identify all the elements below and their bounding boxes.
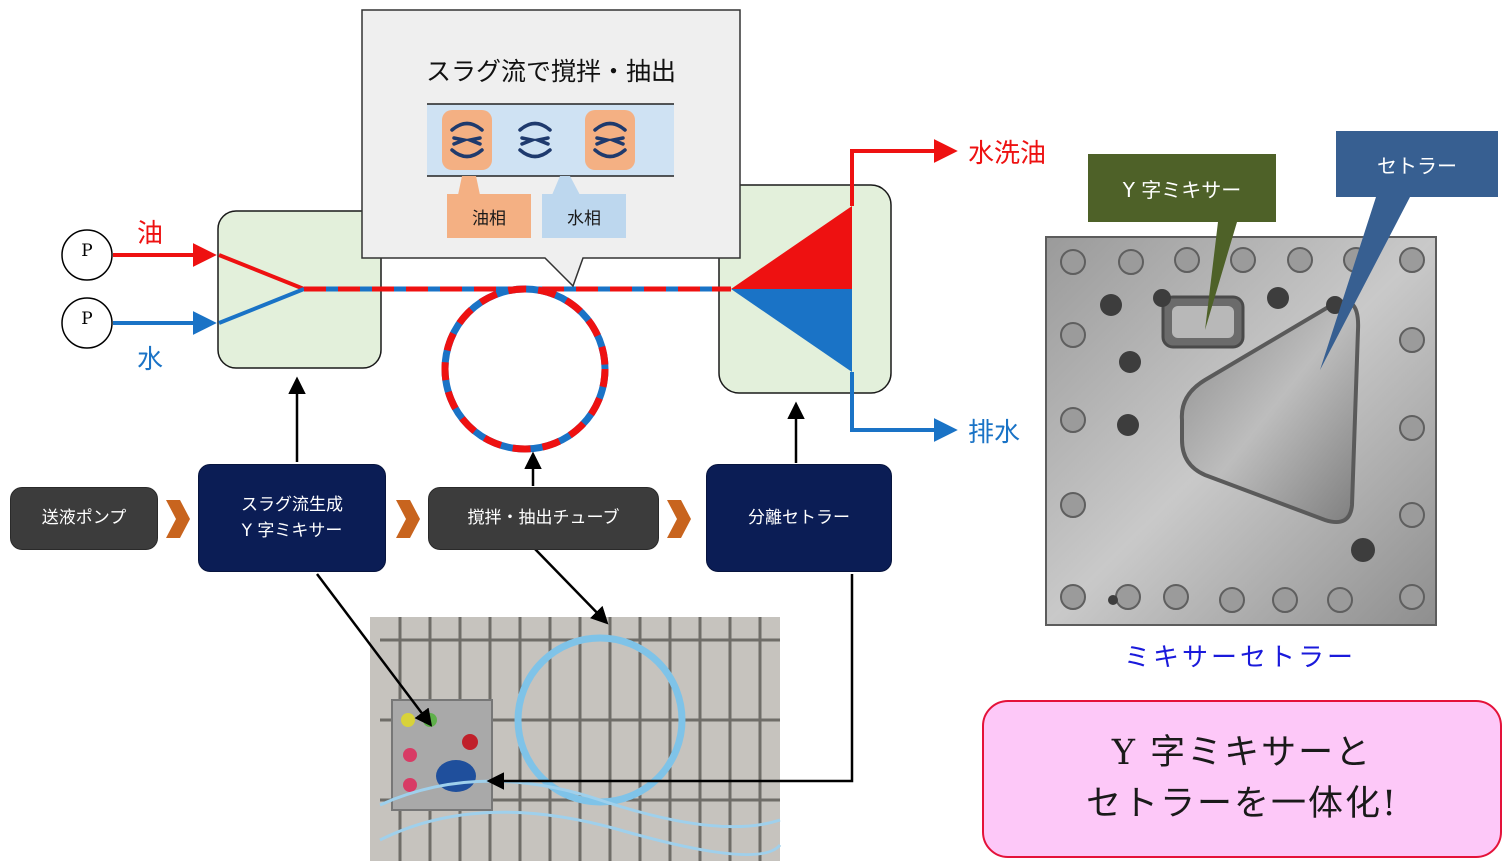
mixer-to-photo-arrow	[316, 573, 433, 727]
stage-settler: 分離セトラー	[706, 464, 892, 572]
oil-phase-label: 油相	[472, 208, 506, 229]
flow-arrow-2	[396, 500, 420, 538]
summary-line-1: Y 字ミキサーと	[1111, 733, 1373, 774]
drain-outlet	[850, 372, 958, 442]
callout-title: スラグ流で撹拌・抽出	[425, 57, 676, 86]
oil-pump-label: P	[81, 241, 93, 261]
water-pump-icon	[61, 297, 113, 349]
water-phase-triangle	[731, 289, 852, 372]
photo-caption: ミキサーセトラー	[1123, 643, 1356, 673]
mixer-callout-label: Y 字ミキサー	[1122, 177, 1242, 202]
drain-label: 排水	[968, 418, 1021, 448]
settler-to-photo-arrow	[486, 574, 854, 790]
summary-line-2: セトラーを一体化!	[1085, 784, 1399, 824]
water-y-branch	[218, 287, 305, 325]
settler-callout-label: セトラー	[1377, 153, 1457, 178]
mixer-settler-photo	[1045, 236, 1437, 626]
oil-phase-pointer	[458, 176, 480, 195]
washed-oil-label: 水洗油	[968, 139, 1047, 169]
oil-phase-triangle	[731, 206, 852, 289]
stage-mixer: スラグ流生成 Y 字ミキサー	[198, 464, 386, 572]
summary-box: Y 字ミキサーと セトラーを一体化!	[982, 700, 1502, 858]
water-phase-tag	[542, 194, 626, 238]
oil-y-branch	[218, 253, 305, 291]
oil-input-label: 油	[137, 219, 164, 249]
mixer-callout-box	[1088, 154, 1276, 330]
tube-to-photo-arrow	[534, 548, 609, 625]
water-phase-label: 水相	[567, 208, 601, 229]
water-phase-pointer	[552, 176, 580, 195]
washed-oil-outlet	[850, 139, 958, 206]
vortex-icons	[450, 121, 627, 159]
apparatus-photo	[370, 617, 782, 861]
water-input-label: 水	[137, 345, 164, 375]
oil-phase-tag	[447, 194, 531, 238]
settler-callout-box	[1320, 131, 1498, 370]
flow-arrow-3	[667, 500, 691, 538]
water-pump-label: P	[81, 309, 93, 329]
extraction-tube-loop-oil-segments	[441, 285, 609, 453]
stage-tube: 撹拌・抽出チューブ	[428, 487, 659, 550]
stage-pump: 送液ポンプ	[10, 487, 158, 550]
flow-arrow-1	[166, 500, 190, 538]
oil-pump-icon	[61, 229, 113, 281]
